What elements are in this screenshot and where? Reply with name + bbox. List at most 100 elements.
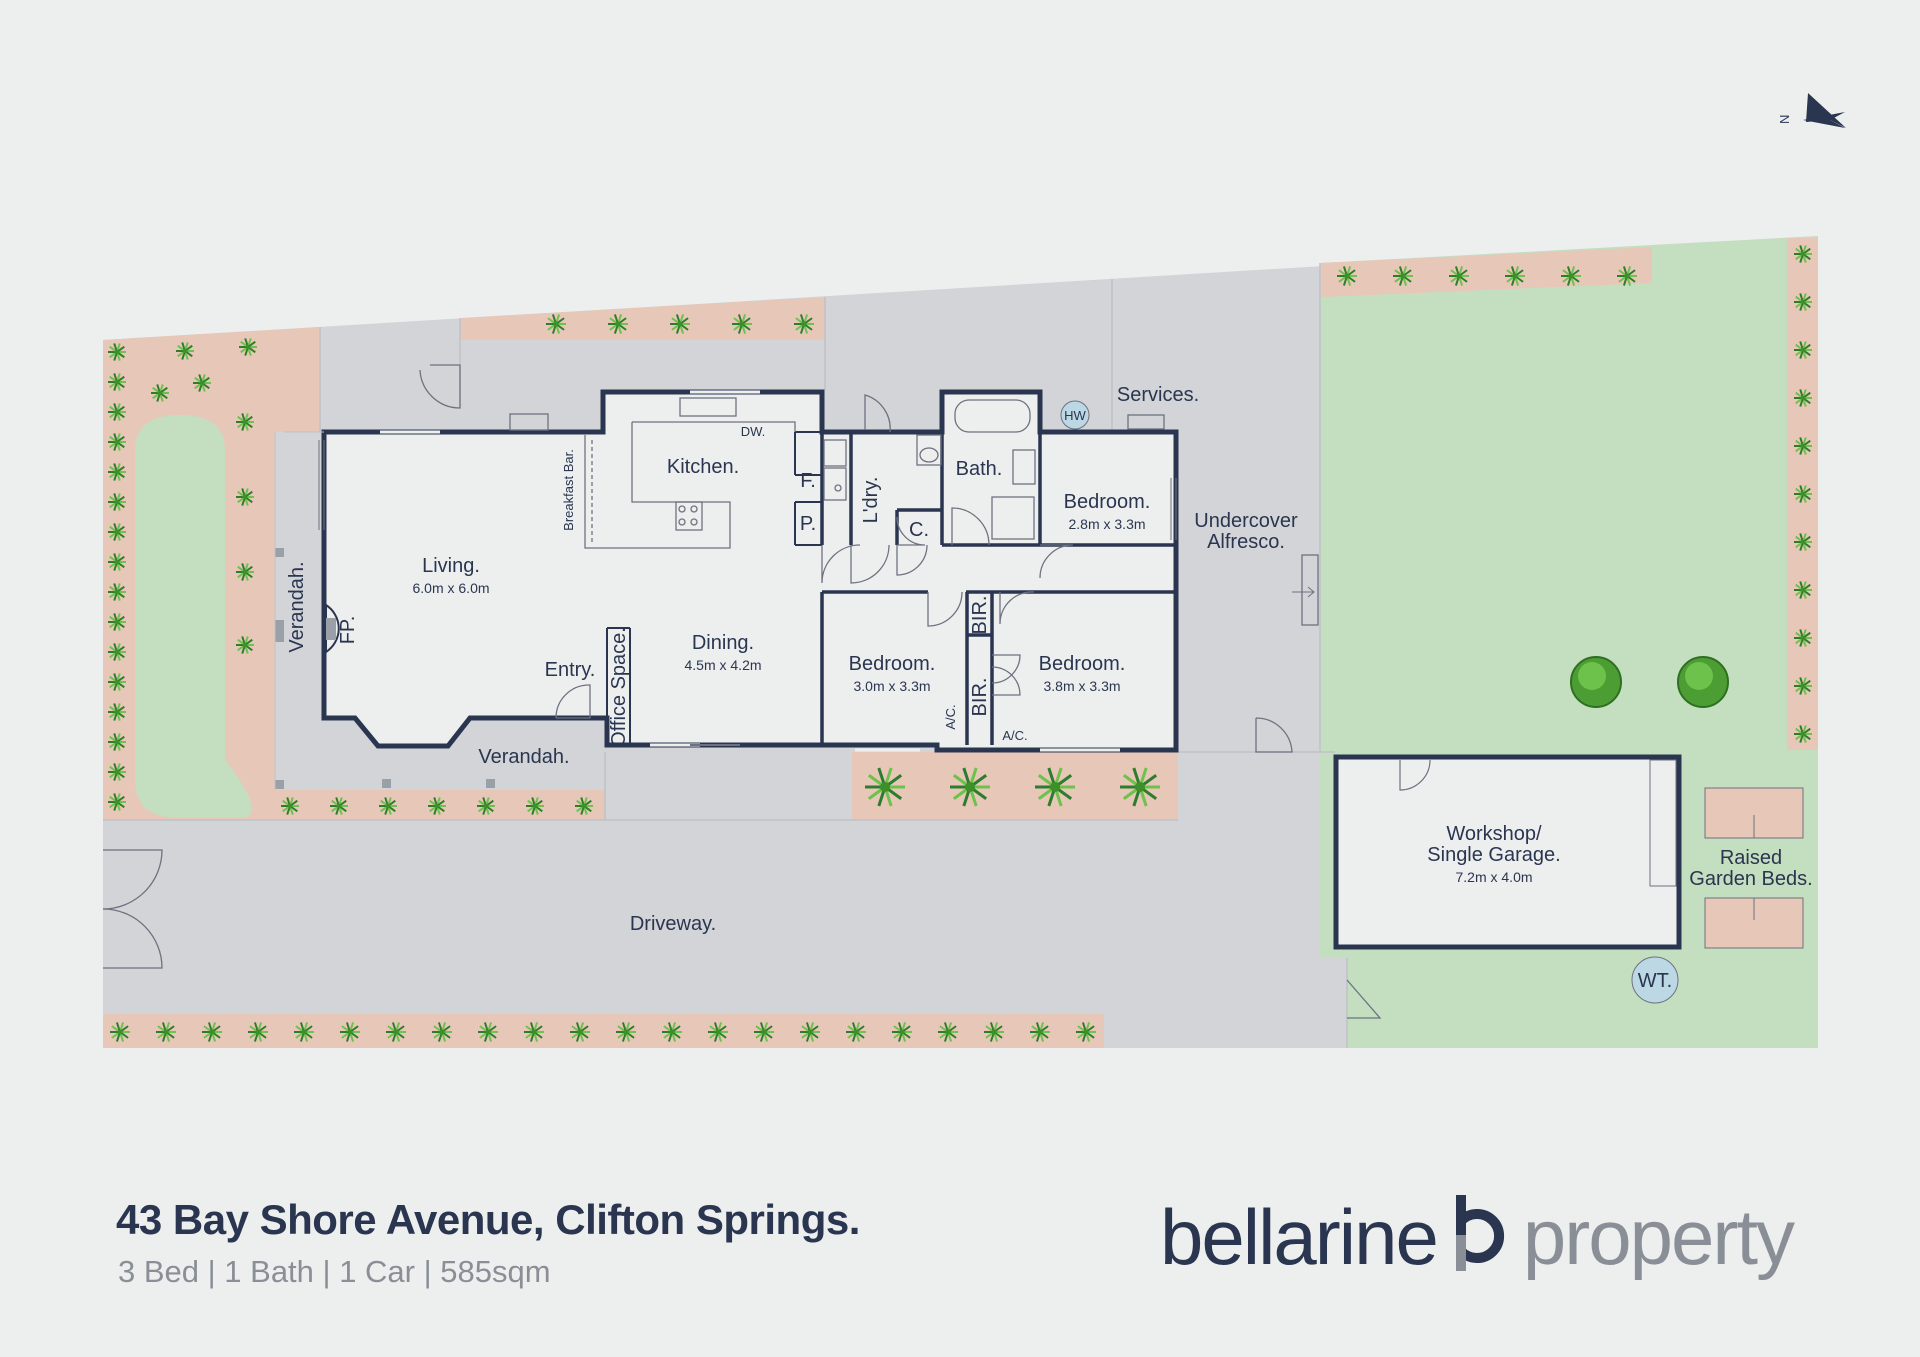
garage [1333, 754, 1682, 950]
plant-icon [1794, 677, 1812, 695]
plant-icon [379, 797, 397, 815]
plant-icon [108, 343, 126, 361]
raised-bed-2 [1704, 897, 1804, 949]
brand-mark-icon [1456, 1195, 1505, 1271]
office-space-label: Office Space. [608, 627, 630, 747]
plant-icon [1794, 581, 1812, 599]
bedroom-1-label: Bedroom. [1064, 491, 1151, 513]
plant-icon [236, 488, 254, 506]
plant-icon [176, 342, 194, 360]
plant-icon [708, 1022, 728, 1042]
cupboard-label: C. [909, 519, 929, 541]
plant-icon [281, 797, 299, 815]
plant-icon [108, 523, 126, 541]
plant-icon [892, 1022, 912, 1042]
plant-icon [236, 563, 254, 581]
plant-icon [340, 1022, 360, 1042]
plant-icon [524, 1022, 544, 1042]
plant-icon [1794, 629, 1812, 647]
plant-icon [108, 613, 126, 631]
plant-icon [1505, 266, 1525, 286]
plant-icon [108, 433, 126, 451]
garage-label-2: Single Garage. [1427, 844, 1560, 866]
verandah-side-label: Verandah. [286, 561, 308, 652]
plant-icon [236, 413, 254, 431]
plant-icon [846, 1022, 866, 1042]
plant-icon [108, 553, 126, 571]
north-label: N [1777, 115, 1792, 124]
bedroom-1-dim: 2.8m x 3.3m [1068, 516, 1145, 532]
plant-icon [1794, 245, 1812, 263]
brand-text-1: bellarine [1160, 1193, 1439, 1281]
ac-2-label: A/C. [1002, 728, 1027, 743]
plant-icon [526, 797, 544, 815]
plant-icon [938, 1022, 958, 1042]
ac-1-label: A/C. [943, 704, 958, 729]
kitchen-label: Kitchen. [667, 456, 739, 478]
garage-label-1: Workshop/ [1446, 823, 1542, 845]
driveway-label: Driveway. [630, 913, 716, 935]
plant-icon [732, 314, 752, 334]
plant-icon [108, 403, 126, 421]
raised-beds-label-1: Raised [1720, 847, 1782, 869]
brand-logo: bellarine property [1160, 1192, 1795, 1283]
living-dim: 6.0m x 6.0m [412, 580, 489, 596]
plant-icon [1794, 533, 1812, 551]
plant-icon [865, 767, 905, 807]
north-compass-icon [1803, 93, 1846, 128]
plant-icon [108, 703, 126, 721]
front-lawn-oval [135, 415, 252, 818]
bath-label: Bath. [956, 458, 1003, 480]
plant-icon [616, 1022, 636, 1042]
plant-icon [202, 1022, 222, 1042]
plant-icon [108, 793, 126, 811]
plant-icon [1794, 389, 1812, 407]
bedroom-2-label: Bedroom. [849, 653, 936, 675]
plant-icon [156, 1022, 176, 1042]
laundry-label: L'dry. [860, 477, 882, 524]
plant-icon [1794, 341, 1812, 359]
property-address: 43 Bay Shore Avenue, Clifton Springs. [116, 1196, 860, 1243]
plant-icon [193, 374, 211, 392]
plant-icon [570, 1022, 590, 1042]
plant-icon [108, 763, 126, 781]
plant-icon [546, 314, 566, 334]
plant-icon [151, 384, 169, 402]
bir-2-label: BIR. [969, 678, 991, 717]
garden-bed-top [460, 297, 825, 340]
bedroom-2-dim: 3.0m x 3.3m [853, 678, 930, 694]
garden-bed-driveway [103, 1014, 1104, 1048]
plant-icon [1076, 1022, 1096, 1042]
plant-icon [575, 797, 593, 815]
plant-icon [236, 636, 254, 654]
plant-icon [1393, 266, 1413, 286]
plant-icon [294, 1022, 314, 1042]
plant-icon [108, 583, 126, 601]
alfresco-label-2: Alfresco. [1207, 531, 1285, 553]
plant-icon [662, 1022, 682, 1042]
dining-dim: 4.5m x 4.2m [684, 657, 761, 673]
alfresco-label-1: Undercover [1194, 510, 1298, 532]
water-tank-label: WT. [1638, 970, 1672, 992]
services-label: Services. [1117, 384, 1199, 406]
entry-label: Entry. [545, 659, 596, 681]
plant-icon [330, 797, 348, 815]
plant-icon [1449, 266, 1469, 286]
brand-text-2: property [1522, 1193, 1795, 1281]
living-label: Living. [422, 555, 480, 577]
plant-icon [1337, 266, 1357, 286]
plant-icon [248, 1022, 268, 1042]
plant-icon [432, 1022, 452, 1042]
plant-icon [428, 797, 446, 815]
plant-icon [108, 373, 126, 391]
plant-icon [108, 643, 126, 661]
plant-icon [1561, 266, 1581, 286]
plant-icon [239, 338, 257, 356]
hot-water-label: HW [1064, 408, 1086, 423]
plant-icon [108, 733, 126, 751]
plant-icon [108, 673, 126, 691]
plant-icon [1035, 767, 1075, 807]
fridge-label: F. [800, 470, 816, 492]
plant-icon [108, 493, 126, 511]
